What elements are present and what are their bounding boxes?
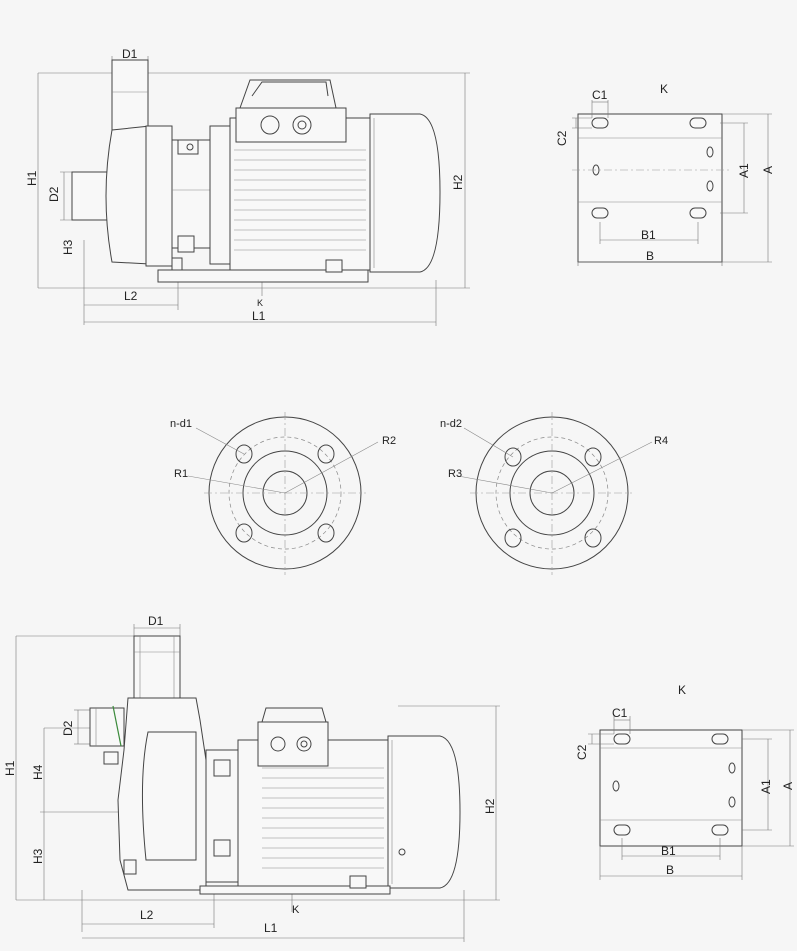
- bottom-l1-label: L1: [264, 921, 278, 935]
- top-plan-k-label: K: [660, 82, 668, 96]
- top-d1-label: D1: [122, 47, 138, 61]
- flange-2-view: n-d2 R4 R3: [440, 412, 668, 575]
- flange-1-view: n-d1 R2 R1: [170, 412, 396, 575]
- flange-2-nd2-label: n-d2: [440, 418, 462, 430]
- top-k-label: K: [257, 298, 263, 308]
- bottom-h3-label: H3: [31, 848, 45, 864]
- flange-2-r3-label: R3: [448, 468, 462, 480]
- bottom-h1-label: H1: [3, 760, 17, 776]
- top-plan-b-label: B: [646, 249, 654, 263]
- top-plan-a-label: A: [761, 166, 775, 174]
- bottom-base-plan-view: K C1 C2 A1 A B1 B: [575, 683, 795, 880]
- top-plan-a1-label: A1: [737, 163, 751, 178]
- bottom-l2-label: L2: [140, 908, 154, 922]
- bottom-d1-label: D1: [148, 614, 164, 628]
- flange-1-r1-label: R1: [174, 468, 188, 480]
- flange-1-nd1-label: n-d1: [170, 418, 192, 430]
- top-base-plan-view: K C1 C2 A1 A B1 B: [555, 82, 775, 266]
- bottom-h4-label: H4: [31, 764, 45, 780]
- bottom-plan-a-label: A: [781, 782, 795, 790]
- top-plan-b1-label: B1: [641, 228, 656, 242]
- flange-2-r4-label: R4: [654, 435, 668, 447]
- top-d2-label: D2: [47, 186, 61, 202]
- top-h2-label: H2: [451, 174, 465, 190]
- bottom-pump-side-view: D1 H1 D2 H4 H3 H2 L2 K L1: [3, 614, 500, 942]
- bottom-d2-label: D2: [61, 720, 75, 736]
- top-l1-label: L1: [252, 309, 266, 323]
- bottom-k-label: K: [292, 904, 300, 916]
- bottom-plan-a1-label: A1: [759, 779, 773, 794]
- bottom-plan-b1-label: B1: [661, 844, 676, 858]
- bottom-plan-b-label: B: [666, 863, 674, 877]
- top-pump-side-view: D1 H1 D2 H3 H2 L2 K L1: [25, 47, 470, 326]
- bottom-plan-c2-label: C2: [575, 744, 589, 760]
- bottom-plan-k-label: K: [678, 683, 686, 697]
- top-l2-label: L2: [124, 289, 138, 303]
- flange-1-r2-label: R2: [382, 435, 396, 447]
- bottom-plan-c1-label: C1: [612, 706, 628, 720]
- top-h3-label: H3: [61, 239, 75, 255]
- top-plan-c2-label: C2: [555, 130, 569, 146]
- top-h1-label: H1: [25, 170, 39, 186]
- bottom-h2-label: H2: [483, 798, 497, 814]
- top-plan-c1-label: C1: [592, 88, 608, 102]
